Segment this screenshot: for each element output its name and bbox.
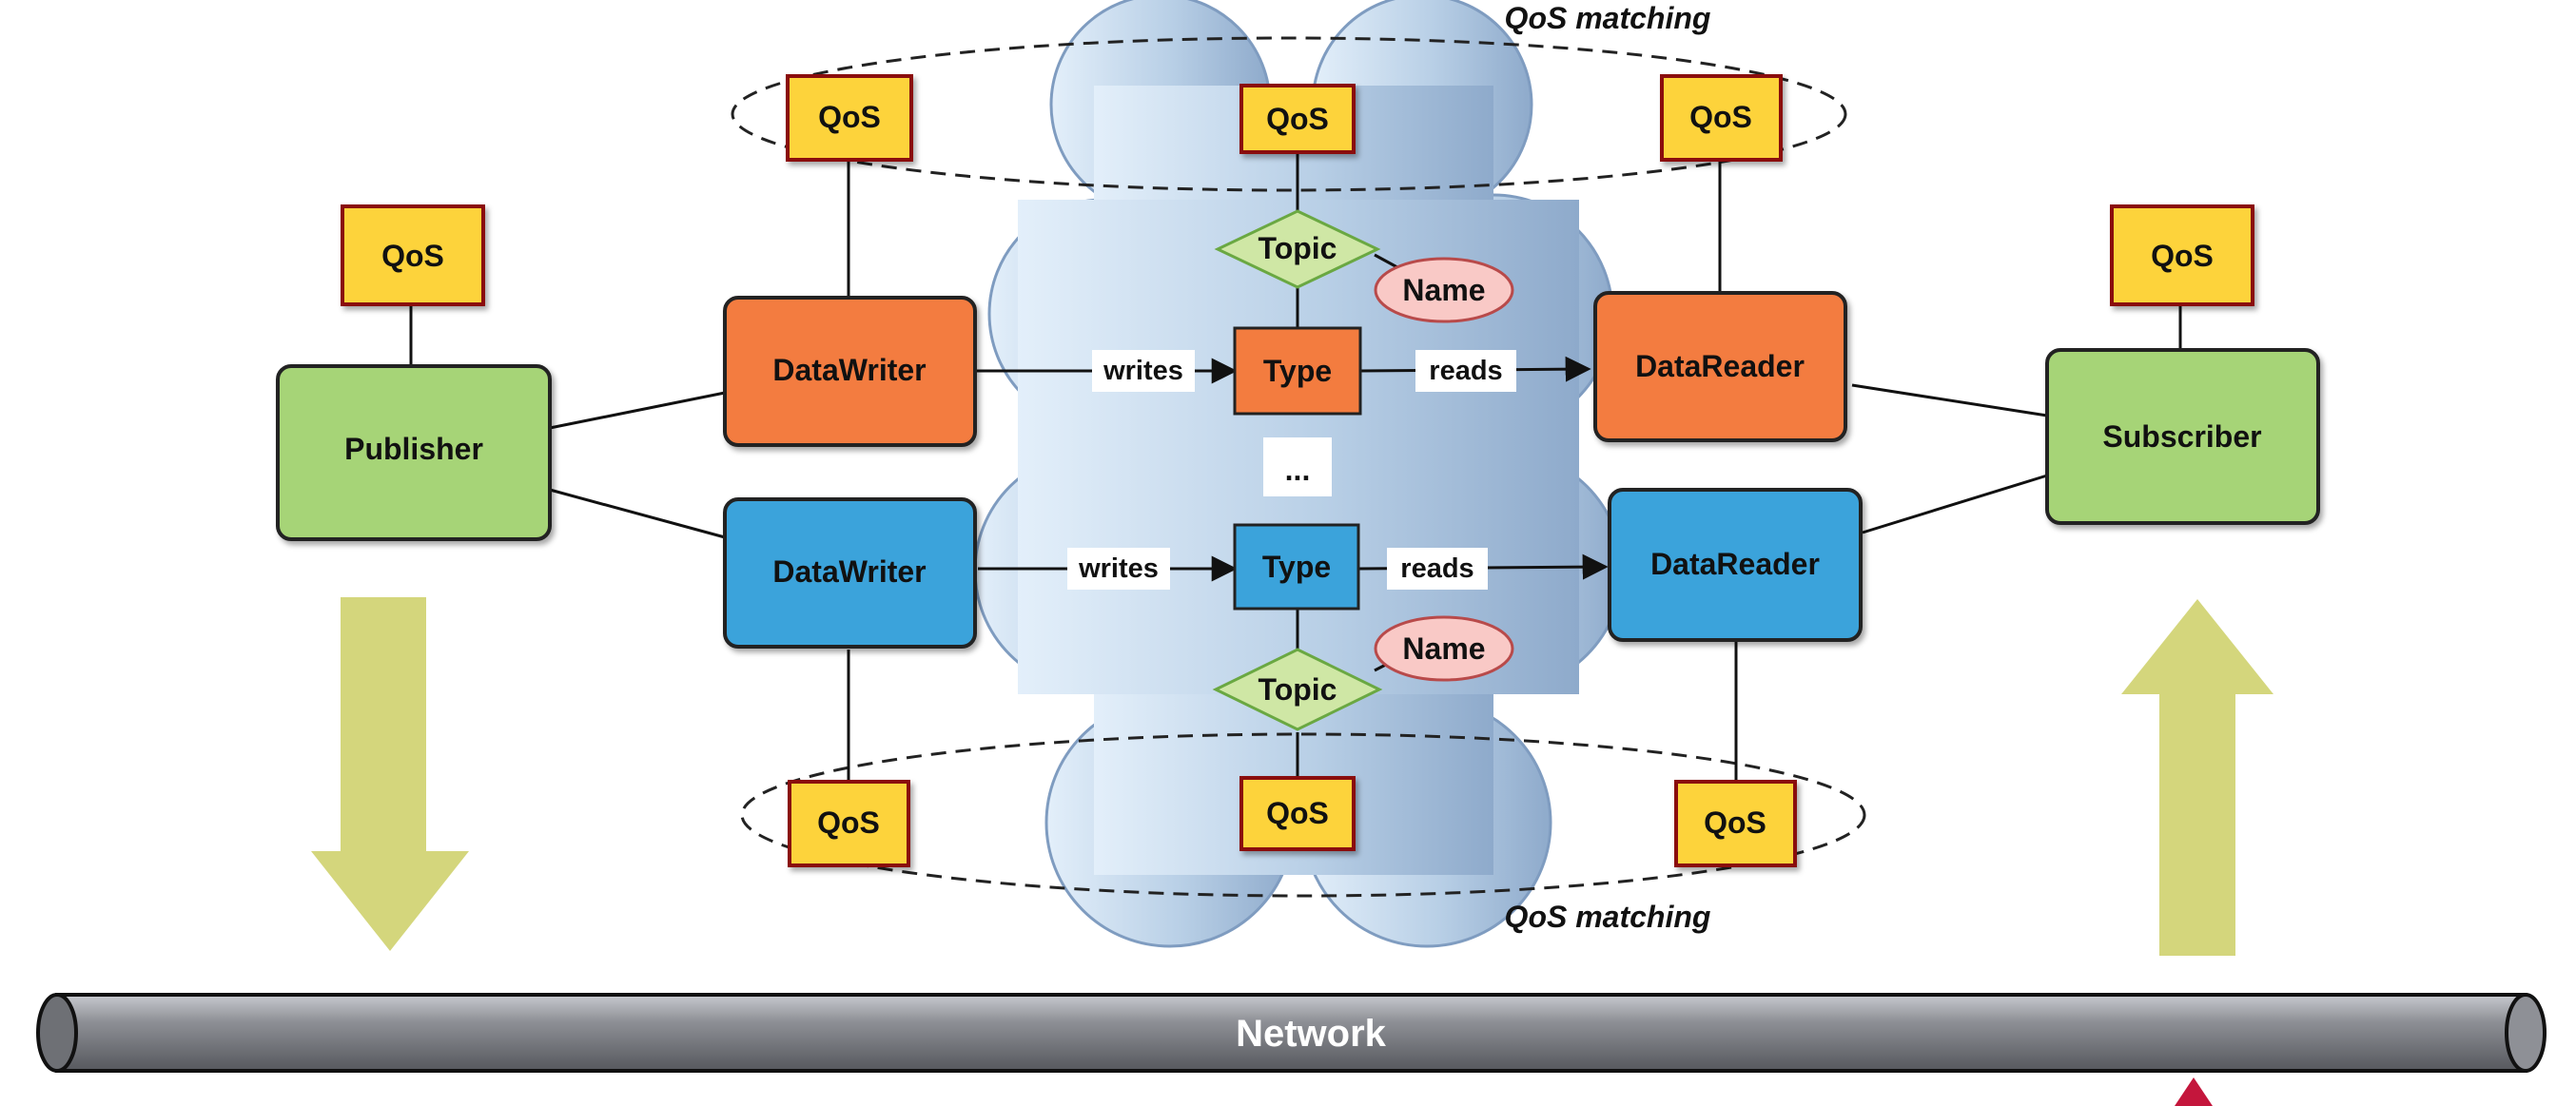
qos-matching-ellipse-top <box>731 36 1847 192</box>
subscriber-qos: QoS <box>2110 204 2254 306</box>
svg-text:Subscriber: Subscriber <box>2102 419 2261 454</box>
edge-label-writes-top: writes <box>1092 350 1195 392</box>
topic-bottom-diamond: Topic <box>1212 648 1383 731</box>
topic-bottom-name: Name <box>1374 615 1514 682</box>
svg-text:QoS: QoS <box>1704 805 1766 840</box>
publisher-qos: QoS <box>341 204 485 306</box>
svg-text:QoS: QoS <box>817 805 880 840</box>
topic-bottom-type: Type <box>1233 523 1360 611</box>
edge-label-reads-top: reads <box>1415 350 1516 392</box>
datawriter-top-qos: QoS <box>786 74 913 162</box>
svg-text:QoS: QoS <box>2151 239 2214 273</box>
svg-text:DataReader: DataReader <box>1650 547 1820 581</box>
datareader-bottom: DataReader <box>1608 488 1863 642</box>
up-arrow-icon <box>2121 599 2274 956</box>
qos-matching-label-top: QoS matching <box>1505 1 1711 35</box>
svg-text:Type: Type <box>1262 550 1331 584</box>
svg-text:writes: writes <box>1078 553 1159 584</box>
svg-text:Network: Network <box>1236 1013 1387 1055</box>
datareader-bottom-qos: QoS <box>1674 780 1797 867</box>
datawriter-top: DataWriter <box>723 296 977 447</box>
red-marker-icon <box>2175 1077 2213 1106</box>
publisher-box: Publisher <box>276 364 552 541</box>
svg-text:...: ... <box>1285 453 1311 487</box>
svg-text:Topic: Topic <box>1259 231 1337 265</box>
datawriter-bottom-qos: QoS <box>788 780 910 867</box>
topic-top-name: Name <box>1374 257 1514 323</box>
topic-top-diamond: Topic <box>1214 209 1381 289</box>
svg-text:Topic: Topic <box>1259 672 1337 707</box>
svg-text:QoS: QoS <box>818 100 881 134</box>
svg-text:QoS: QoS <box>1266 796 1329 830</box>
down-arrow-icon <box>311 597 469 951</box>
svg-text:Type: Type <box>1263 354 1332 388</box>
svg-text:QoS: QoS <box>1689 100 1752 134</box>
topic-bottom-qos: QoS <box>1239 776 1356 851</box>
datawriter-bottom: DataWriter <box>723 497 977 649</box>
svg-text:Name: Name <box>1402 631 1485 666</box>
svg-text:DataReader: DataReader <box>1635 349 1805 383</box>
datareader-top-qos: QoS <box>1660 74 1783 162</box>
svg-text:reads: reads <box>1429 356 1502 386</box>
topic-top-type: Type <box>1233 326 1362 416</box>
connector-lines <box>409 152 2182 782</box>
ellipsis-box: ... <box>1263 437 1332 496</box>
subscriber-box: Subscriber <box>2045 348 2320 525</box>
svg-text:Publisher: Publisher <box>344 432 483 466</box>
topic-top-qos: QoS <box>1239 84 1356 154</box>
svg-text:writes: writes <box>1103 356 1183 386</box>
qos-matching-label-bottom: QoS matching <box>1505 900 1711 934</box>
svg-text:QoS: QoS <box>381 239 444 273</box>
datareader-top: DataReader <box>1593 291 1847 442</box>
svg-text:DataWriter: DataWriter <box>772 554 926 589</box>
qos-matching-ellipse-bottom <box>740 732 1866 898</box>
svg-text:reads: reads <box>1400 553 1473 584</box>
edge-label-writes-bottom: writes <box>1067 548 1170 590</box>
edge-label-reads-bottom: reads <box>1387 548 1488 590</box>
svg-text:QoS: QoS <box>1266 102 1329 136</box>
network-bar: Network <box>36 993 2547 1073</box>
svg-text:Name: Name <box>1402 273 1485 307</box>
svg-text:DataWriter: DataWriter <box>772 353 926 387</box>
